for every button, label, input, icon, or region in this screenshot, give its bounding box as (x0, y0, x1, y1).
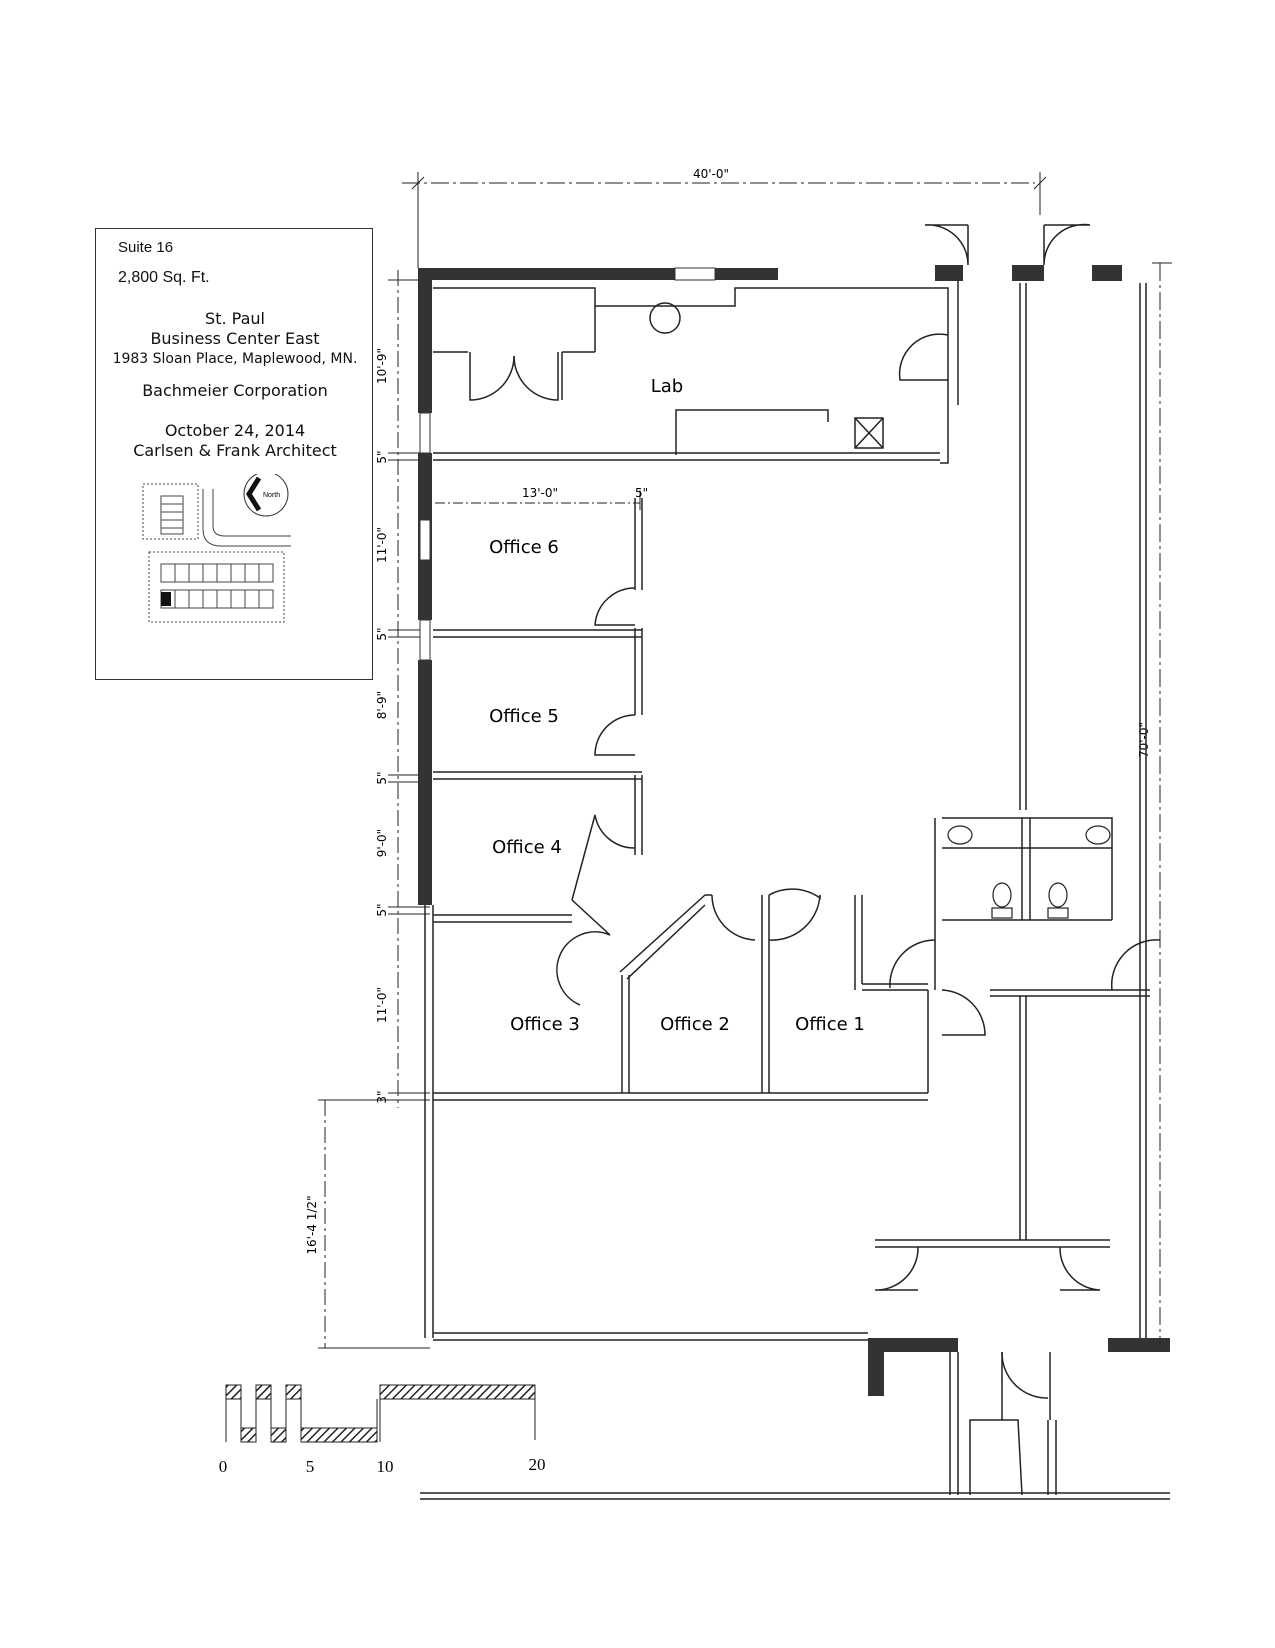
dimension-chain-left (318, 270, 430, 1349)
exterior-walls (418, 265, 1170, 1396)
dimension-line-width (402, 172, 1047, 268)
dimension-wall-b: 5" (375, 627, 389, 640)
scale-bar (225, 1384, 536, 1443)
sink-icon (1085, 825, 1111, 845)
windows (419, 267, 716, 661)
dimension-office5-depth: 8'-9" (375, 691, 389, 719)
toilet-icon (1048, 882, 1068, 908)
room-label-office-4: Office 4 (492, 837, 562, 858)
dimension-office-width (435, 490, 641, 510)
scale-label-20: 20 (529, 1455, 546, 1474)
dimension-depth-total: 70'-0" (1137, 722, 1151, 758)
plan-date: October 24, 2014 (164, 421, 306, 440)
toilet-tank-icon (991, 907, 1013, 919)
interior-walls (420, 280, 1170, 1500)
door-swings (469, 223, 1161, 1399)
dimension-wall-c: 5" (375, 771, 389, 784)
dimension-office3-depth: 11'-0" (375, 987, 389, 1023)
toilet-icon (992, 882, 1012, 908)
toilet-tank-icon (1047, 907, 1069, 919)
room-label-office-5: Office 5 (489, 706, 559, 727)
room-label-lab: Lab (651, 376, 683, 397)
suite-number: Suite 16 (118, 239, 174, 256)
dimension-width-total: 40'-0" (693, 167, 729, 181)
scale-label-10: 10 (377, 1457, 394, 1476)
dimension-line-depth (1152, 262, 1172, 1340)
sink-icon (947, 825, 973, 845)
lab-floor-drain-icon (649, 302, 681, 334)
site-address: 1983 Sloan Place, Maplewood, MN. (112, 351, 358, 367)
dimension-office6-depth: 11'-0" (375, 527, 389, 563)
room-label-office-3: Office 3 (510, 1014, 580, 1035)
dimension-wall-a: 5" (375, 450, 389, 463)
dimension-lab-depth: 10'-9" (375, 348, 389, 384)
site-plan-thumbnail: North (142, 474, 291, 623)
title-block: Suite 16 2,800 Sq. Ft. St. Paul Business… (95, 228, 373, 680)
restroom-fixtures (947, 825, 1111, 919)
dimension-wall-d: 5" (375, 903, 389, 916)
north-label: North (263, 492, 280, 499)
north-arrow-icon (246, 476, 262, 512)
complex-name-line1: St. Paul (205, 309, 265, 328)
suite-area: 2,800 Sq. Ft. (118, 269, 210, 286)
architect-name: Carlsen & Frank Architect (133, 441, 337, 460)
dimension-office-width: 13'-0" (522, 486, 558, 500)
dimension-open-depth: 16'-4 1/2" (305, 1195, 319, 1254)
scale-label-0: 0 (219, 1457, 228, 1476)
dimension-office4-depth: 9'-0" (375, 829, 389, 857)
complex-name-line2: Business Center East (150, 329, 320, 348)
room-label-office-6: Office 6 (489, 537, 559, 558)
room-label-office-2: Office 2 (660, 1014, 730, 1035)
dimension-wall-e: 3" (375, 1090, 389, 1103)
company-name: Bachmeier Corporation (142, 381, 328, 400)
dimension-office-wall: 5" (635, 486, 648, 500)
suite-location-marker (161, 592, 171, 606)
scale-label-5: 5 (306, 1457, 315, 1476)
room-label-office-1: Office 1 (795, 1014, 865, 1035)
